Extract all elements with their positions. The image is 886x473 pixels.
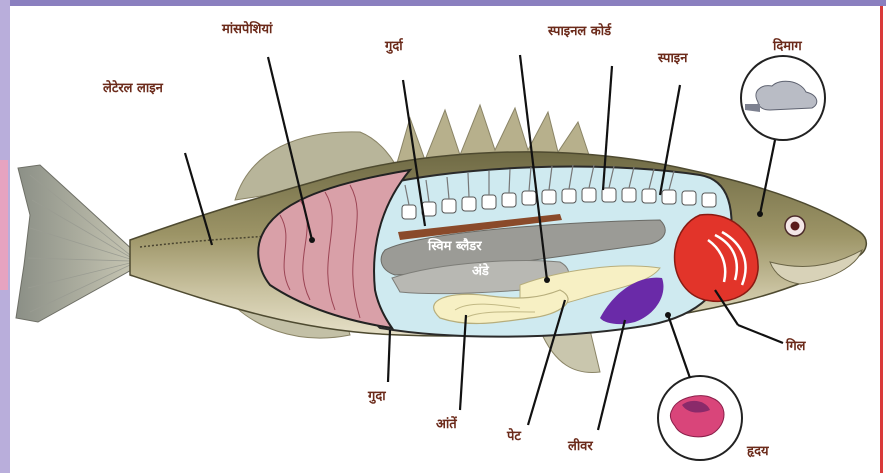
- muscle-dot: [309, 237, 315, 243]
- label-spine: स्पाइन: [657, 51, 688, 66]
- label-brain: दिमाग: [772, 38, 802, 54]
- frame-right-border: [880, 6, 883, 473]
- heart-dot: [665, 312, 671, 318]
- label-anus: गुदा: [367, 389, 386, 404]
- label-swim-bladder: स्विम ब्लैडर: [427, 238, 482, 254]
- label-eggs: अंडे: [472, 263, 490, 279]
- label-gill: गिल: [785, 338, 807, 354]
- label-liver: लीवर: [567, 438, 593, 454]
- eye-pupil: [791, 222, 800, 231]
- label-spinal-cord: स्पाइनल कोर्ड: [547, 23, 612, 39]
- label-stomach: पेट: [506, 428, 521, 444]
- label-intestine: आंतें: [436, 416, 458, 432]
- frame-left-accent: [0, 160, 8, 290]
- tail-fin: [16, 165, 135, 322]
- label-muscles: मांसपेशियां: [221, 21, 273, 37]
- brain-dot: [757, 211, 763, 217]
- label-kidney: गुर्दा: [384, 38, 404, 54]
- frame-top-border: [0, 0, 886, 6]
- heart-icon: [670, 396, 724, 437]
- stomach-dot: [544, 277, 550, 283]
- label-heart: हृदय: [746, 444, 769, 459]
- label-lateral-line: लेटेरल लाइन: [102, 80, 164, 96]
